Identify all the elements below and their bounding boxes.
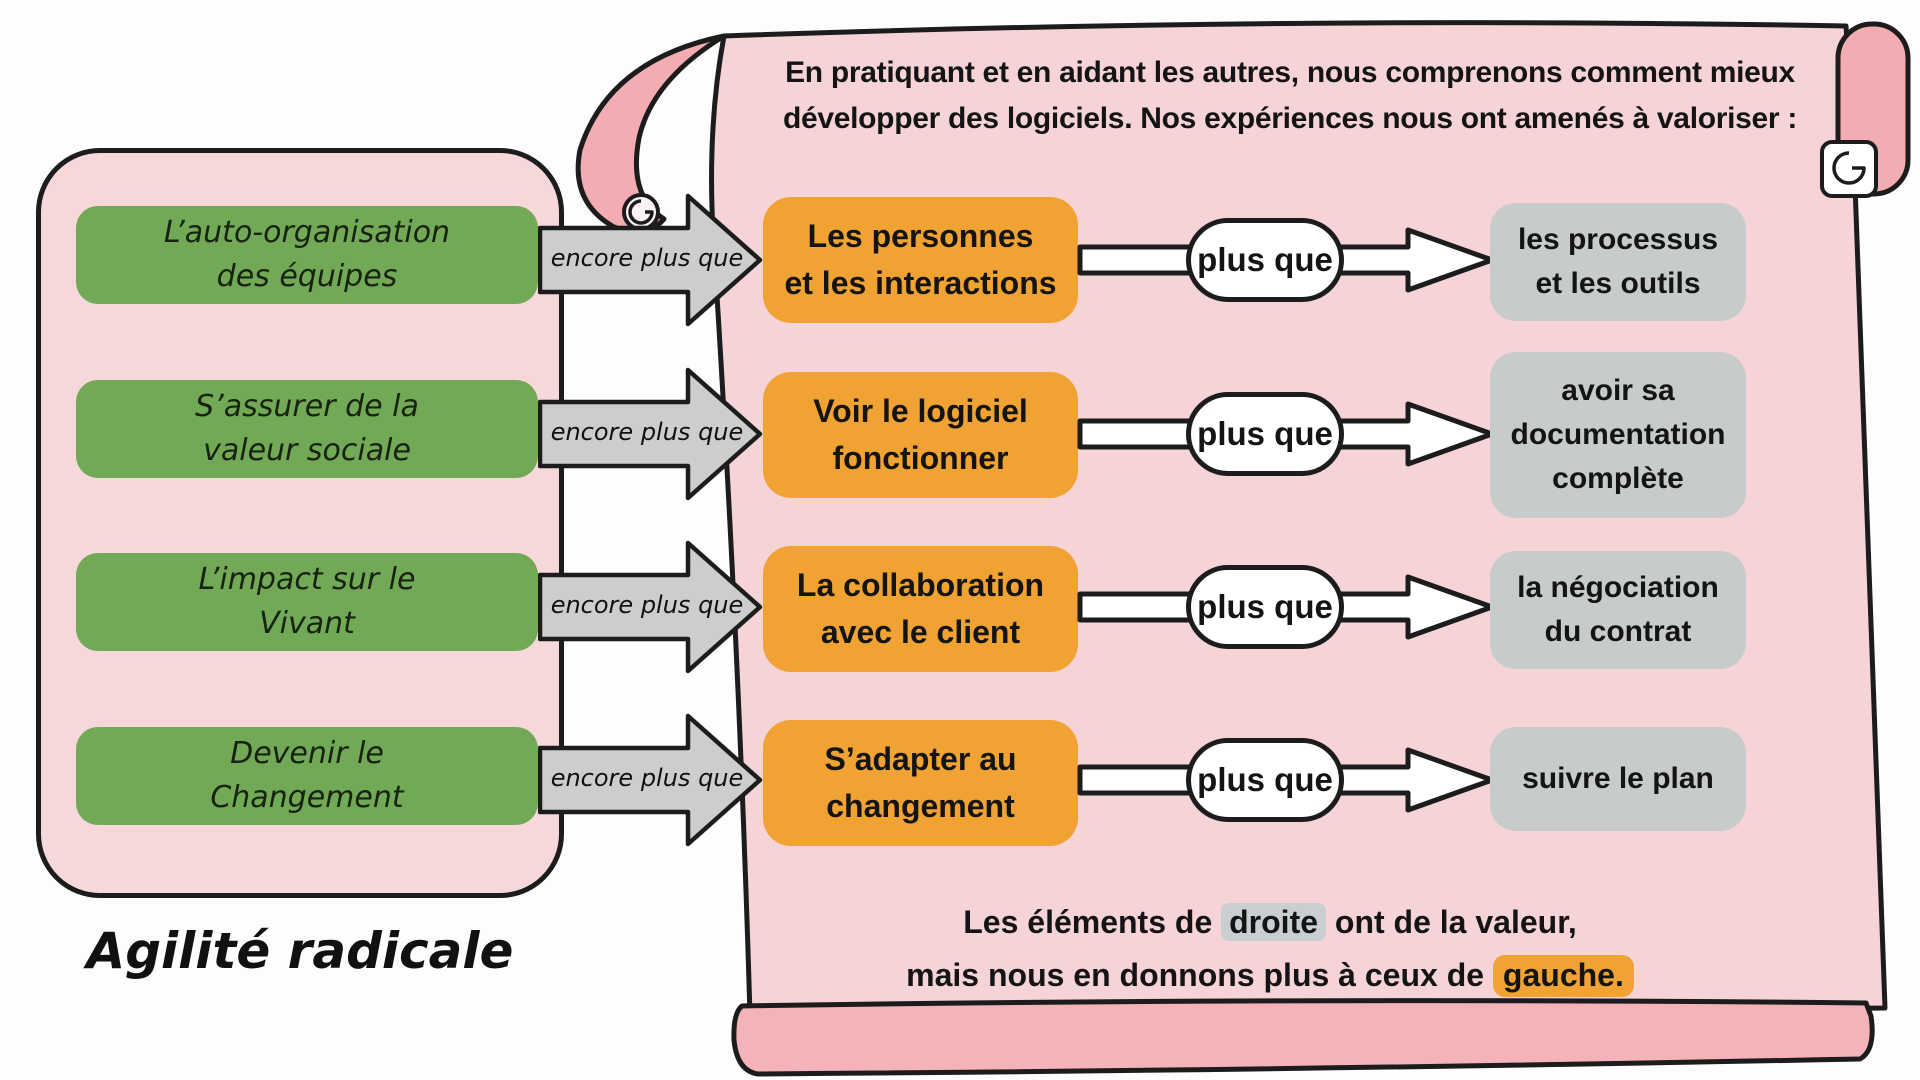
connector-label-2: encore plus que: [550, 418, 744, 446]
manifesto-header-line-2: développer des logiciels. Nos expérience…: [782, 102, 1798, 135]
plus-que-badge-1: plus que: [1186, 218, 1344, 302]
right-arrow-icon: [538, 540, 763, 674]
agile-value-right-1: les processus et les outils: [1490, 203, 1746, 321]
agile-value-left-4-line-1: S’adapter au: [824, 741, 1017, 777]
connector-arrow-4: encore plus que: [538, 710, 764, 850]
agile-value-left-2-line-1: Voir le logiciel: [813, 393, 1028, 429]
agile-value-right-2-line-3: complète: [1552, 462, 1684, 495]
green-value-box-4: Devenir le Changement: [76, 727, 538, 825]
manifesto-footer: Les éléments de droite ont de la valeur,…: [730, 896, 1810, 1002]
connector-label-3: encore plus que: [550, 591, 744, 619]
green-box-3-line-1: L’impact sur le: [198, 562, 416, 597]
agile-value-left-3: La collaboration avec le client: [763, 546, 1078, 672]
footer-line-2-pre: mais nous en donnons plus à ceux de: [906, 957, 1493, 993]
green-box-4-line-2: Changement: [210, 780, 404, 815]
agile-value-right-1-line-1: les processus: [1517, 223, 1719, 256]
right-arrow-icon: [538, 193, 763, 327]
connector-arrow-3: encore plus que: [538, 537, 764, 677]
agile-value-right-2-line-2: documentation: [1510, 418, 1726, 451]
agile-value-left-3-line-2: avec le client: [820, 614, 1021, 650]
scroll-bottom-band: [731, 998, 1875, 1077]
plus-que-badge-4: plus que: [1186, 738, 1344, 822]
connector-label-1: encore plus que: [550, 244, 744, 272]
connector-arrow-1: encore plus que: [538, 190, 764, 330]
agile-value-right-1-line-2: et les outils: [1535, 267, 1701, 300]
agile-value-left-1-line-1: Les personnes: [807, 218, 1034, 254]
agile-value-right-2-line-1: avoir sa: [1561, 374, 1675, 407]
right-arrow-icon: [538, 713, 763, 847]
radical-agility-title: Agilité radicale: [86, 922, 514, 980]
connector-label-4: encore plus que: [550, 764, 744, 792]
agile-value-right-3-line-2: du contrat: [1544, 615, 1692, 648]
agile-value-left-3-line-1: La collaboration: [796, 567, 1045, 603]
right-arrow-icon: [538, 367, 763, 501]
agile-value-left-1: Les personnes et les interactions: [763, 197, 1078, 323]
plus-que-badge-3: plus que: [1186, 565, 1344, 649]
manifesto-header: En pratiquant et en aidant les autres, n…: [700, 50, 1880, 142]
agile-value-left-1-line-2: et les interactions: [784, 265, 1057, 301]
agile-value-left-4-line-2: changement: [826, 788, 1015, 824]
connector-arrow-2: encore plus que: [538, 364, 764, 504]
agile-value-right-3-line-1: la négociation: [1517, 571, 1719, 604]
green-value-box-3: L’impact sur le Vivant: [76, 553, 538, 651]
green-box-1-line-1: L’auto-organisation: [163, 215, 451, 250]
agile-value-right-4: suivre le plan: [1490, 727, 1746, 831]
highlight-gauche: gauche.: [1492, 955, 1634, 997]
scroll-curl-roll-spiral-icon: [628, 199, 654, 225]
green-value-box-1: L’auto-organisation des équipes: [76, 206, 538, 304]
footer-line-2: mais nous en donnons plus à ceux de gauc…: [730, 949, 1810, 1002]
agile-value-right-3: la négociation du contrat: [1490, 551, 1746, 669]
highlight-droite: droite: [1221, 903, 1327, 941]
green-value-box-2: S’assurer de la valeur sociale: [76, 380, 538, 478]
footer-line-1-pre: Les éléments de: [963, 904, 1222, 940]
manifesto-header-line-1: En pratiquant et en aidant les autres, n…: [785, 56, 1795, 89]
green-box-3-line-2: Vivant: [259, 606, 355, 641]
green-box-1-line-2: des équipes: [216, 259, 398, 294]
plus-que-badge-2: plus que: [1186, 392, 1344, 476]
agile-value-left-2: Voir le logiciel fonctionner: [763, 372, 1078, 498]
scroll-body: [709, 20, 1888, 1020]
green-box-2-line-2: valeur sociale: [203, 433, 411, 468]
footer-line-1-post: ont de la valeur,: [1326, 904, 1577, 940]
footer-line-1: Les éléments de droite ont de la valeur,: [730, 896, 1810, 949]
agile-value-right-4-line-1: suivre le plan: [1522, 762, 1714, 795]
green-box-2-line-1: S’assurer de la: [195, 389, 419, 424]
green-box-4-line-1: Devenir le: [230, 736, 384, 771]
agile-value-left-4: S’adapter au changement: [763, 720, 1078, 846]
scroll-tube-spiral-icon: [1832, 151, 1866, 185]
agile-value-left-2-line-2: fonctionner: [832, 440, 1009, 476]
agile-value-right-2: avoir sa documentation complète: [1490, 352, 1746, 518]
scroll-tube-paper-end: [1820, 140, 1878, 198]
